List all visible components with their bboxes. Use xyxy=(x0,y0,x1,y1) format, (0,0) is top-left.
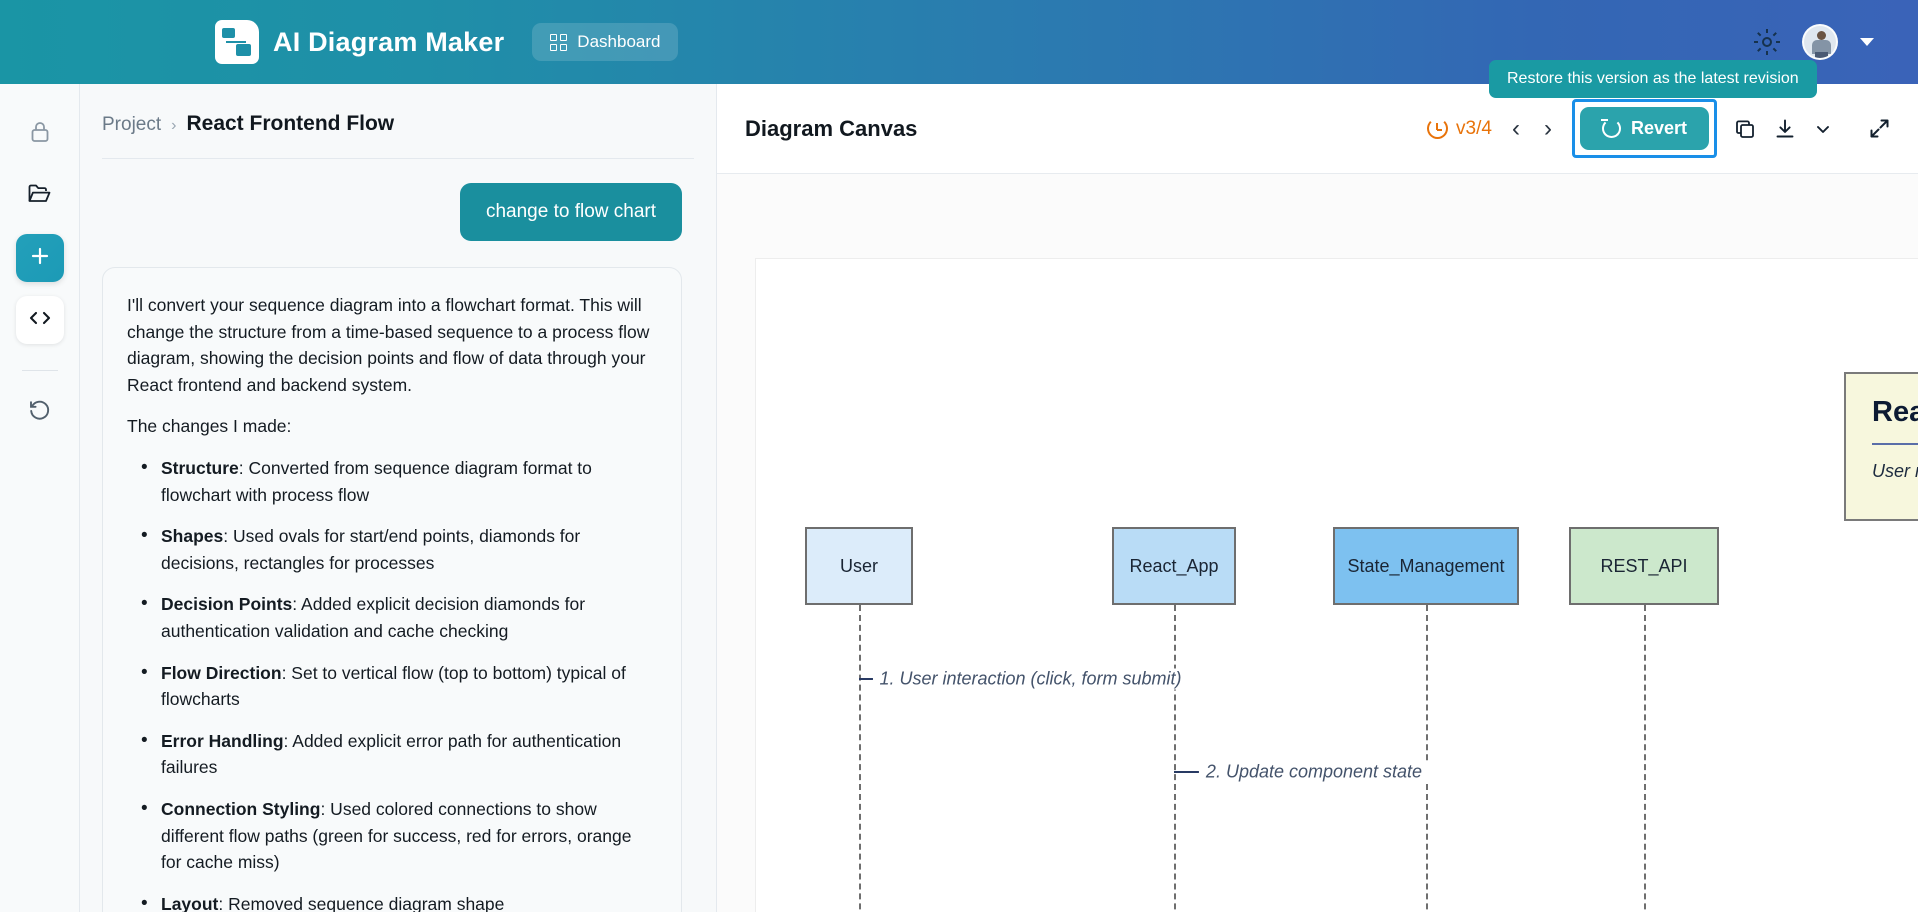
brand: AI Diagram Maker xyxy=(215,20,504,64)
ai-bullet-term: Layout xyxy=(161,893,219,912)
chevron-down-icon[interactable] xyxy=(1860,38,1874,46)
diagram-title: React Frontend Flow xyxy=(1872,396,1918,428)
plus-icon xyxy=(28,244,52,273)
ai-lead-paragraph: The changes I made: xyxy=(127,416,292,437)
sidebar-item-new-diagram[interactable] xyxy=(15,234,64,282)
undo-icon xyxy=(1600,119,1621,138)
dashboard-button[interactable]: Dashboard xyxy=(532,23,679,61)
download-chevron-down-icon[interactable] xyxy=(1813,119,1833,139)
canvas-header: Diagram Canvas v3/4 ‹ › Revert xyxy=(717,84,1918,174)
app-header: AI Diagram Maker Dashboard xyxy=(0,0,1918,84)
chat-panel: Project › React Frontend Flow change to … xyxy=(80,84,717,912)
user-message-row: change to flow chart xyxy=(80,159,716,241)
sidebar-item-history[interactable] xyxy=(16,389,64,437)
revert-label: Revert xyxy=(1630,118,1687,138)
version-label: v3/4 xyxy=(1456,117,1492,139)
copy-icon[interactable] xyxy=(1733,117,1757,141)
user-message-bubble: change to flow chart xyxy=(459,183,682,241)
lifeline xyxy=(1174,605,1176,912)
history-icon xyxy=(28,399,51,427)
lifeline xyxy=(859,605,861,912)
lifeline xyxy=(1644,605,1646,912)
sidebar-item-lock[interactable] xyxy=(16,110,64,158)
lock-icon xyxy=(29,120,51,149)
revert-tooltip: Restore this version as the latest revis… xyxy=(1489,60,1817,98)
participant-box[interactable]: REST_API xyxy=(1569,527,1719,605)
ai-bullet-item: Layout: Removed sequence diagram shape xyxy=(135,890,655,912)
participant-box[interactable]: React_App xyxy=(1112,527,1236,605)
sun-icon[interactable] xyxy=(1754,29,1780,55)
participant-label: REST_API xyxy=(1600,555,1688,576)
ai-bullet-term: Structure xyxy=(161,457,239,478)
chevron-left-icon[interactable]: ‹ xyxy=(1511,114,1520,142)
folder-open-icon xyxy=(27,182,52,210)
app-title: AI Diagram Maker xyxy=(273,26,505,57)
ai-bullet-list: Structure: Converted from sequence diagr… xyxy=(127,454,655,912)
diagram-subtitle: User request lifecycle xyxy=(1872,461,1918,481)
breadcrumb-separator: › xyxy=(171,117,177,134)
avatar[interactable] xyxy=(1802,24,1838,60)
ai-bullet-term: Error Handling xyxy=(161,730,284,751)
ai-bullet-item: Shapes: Used ovals for start/end points,… xyxy=(135,522,655,576)
participant-label: State_Management xyxy=(1347,555,1505,576)
dashboard-label: Dashboard xyxy=(577,32,661,51)
diagram-sheet: React Frontend Flow User request lifecyc… xyxy=(755,258,1918,912)
message-label: 1. User interaction (click, form submit) xyxy=(872,668,1189,690)
ai-bullet-item: Connection Styling: Used colored connect… xyxy=(135,795,655,876)
ai-bullet-term: Shapes xyxy=(161,526,224,547)
history-clock-icon xyxy=(1427,118,1449,139)
ai-bullet-item: Structure: Converted from sequence diagr… xyxy=(135,454,655,508)
message-label: 2. Update component state xyxy=(1198,761,1430,783)
ai-message-card: I'll convert your sequence diagram into … xyxy=(102,267,682,912)
chevron-right-icon[interactable]: › xyxy=(1543,114,1552,142)
diagram-surface[interactable]: React Frontend Flow User request lifecyc… xyxy=(717,174,1918,912)
grid-icon xyxy=(550,33,568,51)
breadcrumb-leaf: React Frontend Flow xyxy=(186,112,395,135)
canvas-pane: Diagram Canvas v3/4 ‹ › Revert xyxy=(717,84,1918,912)
header-actions xyxy=(1754,24,1874,60)
ai-bullet-item: Flow Direction: Set to vertical flow (to… xyxy=(135,659,655,713)
breadcrumb-divider xyxy=(102,158,694,159)
diagram-logo-icon xyxy=(215,20,259,64)
page-title: Diagram Canvas xyxy=(745,115,918,141)
sidebar-item-files[interactable] xyxy=(16,172,64,220)
ai-intro-paragraph: I'll convert your sequence diagram into … xyxy=(127,295,650,395)
participant-box[interactable]: User xyxy=(805,527,913,605)
version-badge[interactable]: v3/4 xyxy=(1427,118,1492,140)
lifeline xyxy=(1426,605,1428,912)
ai-bullet-item: Error Handling: Added explicit error pat… xyxy=(135,727,655,781)
diagram-title-rule xyxy=(1872,443,1918,445)
revert-focus-ring: Revert xyxy=(1571,99,1717,158)
participant-label: User xyxy=(839,555,878,576)
rail-divider xyxy=(21,370,58,371)
ai-bullet-item: Decision Points: Added explicit decision… xyxy=(135,590,655,644)
ai-bullet-term: Decision Points xyxy=(161,594,293,615)
revert-button[interactable]: Revert xyxy=(1579,107,1709,150)
participant-label: React_App xyxy=(1129,555,1219,576)
participant-box[interactable]: State_Management xyxy=(1333,527,1519,605)
code-icon xyxy=(27,308,53,333)
ai-bullet-term: Flow Direction xyxy=(161,662,282,683)
canvas-toolbar: v3/4 ‹ › Revert xyxy=(1427,99,1892,158)
download-icon[interactable] xyxy=(1773,117,1797,141)
sidebar-item-code-view[interactable] xyxy=(15,296,64,344)
ai-bullet-term: Connection Styling xyxy=(161,798,321,819)
expand-icon[interactable] xyxy=(1867,116,1892,141)
breadcrumb-root[interactable]: Project xyxy=(102,114,162,135)
diagram-title-card: React Frontend Flow User request lifecyc… xyxy=(1844,372,1918,521)
breadcrumb: Project › React Frontend Flow xyxy=(80,84,716,158)
icon-rail xyxy=(0,84,80,912)
